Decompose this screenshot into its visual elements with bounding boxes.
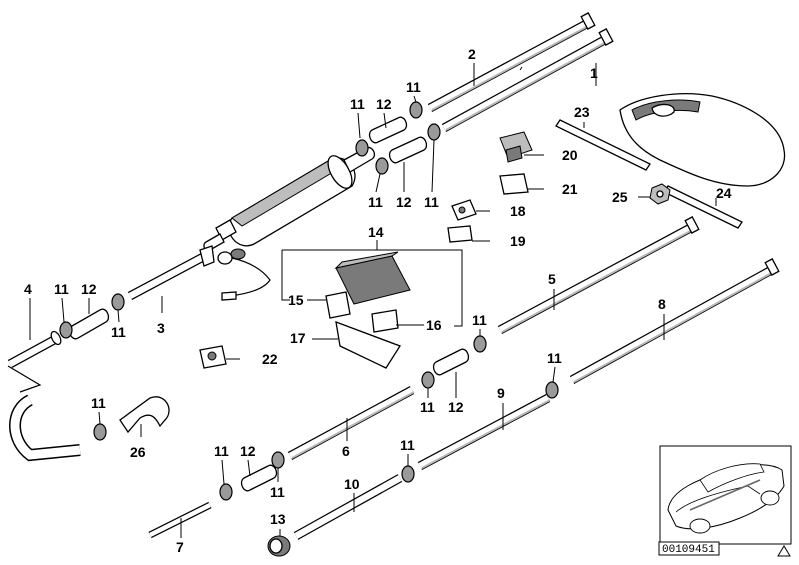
- callout-14: 14: [368, 224, 384, 240]
- hose-12-top-b: [388, 136, 428, 164]
- callout-11-d: 11: [424, 194, 439, 210]
- pipe-1: [441, 28, 614, 132]
- callout-24: 24: [716, 185, 732, 201]
- clip-18: [451, 199, 477, 221]
- pipe-5: [497, 216, 700, 334]
- callout-11-j: 11: [547, 350, 562, 366]
- callout-15: 15: [288, 292, 304, 308]
- callout-7: 7: [176, 539, 184, 555]
- callout-6: 6: [342, 443, 350, 459]
- nut-25: [649, 183, 671, 205]
- callout-25: 25: [612, 189, 628, 205]
- callout-23: 23: [574, 104, 590, 120]
- clip-21: [499, 173, 529, 195]
- callout-13: 13: [270, 511, 286, 527]
- callout-17: 17: [290, 330, 306, 346]
- callout-12-b: 12: [396, 194, 412, 210]
- strap-23: [555, 119, 651, 171]
- clip-20: [499, 131, 533, 163]
- pipe-9: [417, 394, 551, 470]
- hose-12-mid: [432, 348, 470, 376]
- document-id-box: 00109451: [658, 541, 720, 556]
- callout-11-f: 11: [111, 324, 126, 340]
- bracket-group-14: [281, 249, 463, 369]
- callout-11-i: 11: [420, 399, 435, 415]
- callout-8: 8: [658, 296, 666, 312]
- bent-hose-26: [7, 365, 170, 462]
- callout-12-e: 12: [240, 443, 256, 459]
- fuel-filter-assembly: [203, 146, 376, 301]
- leader-lines: [29, 63, 717, 538]
- callout-10: 10: [344, 476, 360, 492]
- callout-11-g: 11: [91, 395, 106, 411]
- callout-22: 22: [262, 351, 278, 367]
- pipe-8: [569, 258, 780, 384]
- callout-11-k: 11: [214, 443, 229, 459]
- vehicle-locator-inset: [659, 445, 792, 545]
- callout-11-a: 11: [350, 96, 365, 112]
- callout-11-l: 11: [270, 484, 285, 500]
- callout-16: 16: [426, 317, 442, 333]
- pipe-4: [7, 330, 62, 368]
- callout-5: 5: [548, 271, 556, 287]
- callout-19: 19: [510, 233, 526, 249]
- callout-11-b: 11: [406, 79, 421, 95]
- grommet-13: [267, 535, 291, 557]
- callout-12-d: 12: [448, 399, 464, 415]
- pipe-3: [127, 245, 215, 300]
- callout-21: 21: [562, 181, 578, 197]
- hose-12-top-a: [368, 116, 408, 144]
- callout-labels: 1 2 3 4 5 6 7 8 9 10 13 14 15 16 17 18 1…: [24, 46, 732, 555]
- hose-12-bottom: [240, 464, 278, 492]
- fuel-tank-24: [619, 93, 786, 187]
- callout-11-e: 11: [54, 281, 69, 297]
- clip-22: [199, 345, 227, 369]
- clip-19: [447, 225, 473, 243]
- pipe-2: [427, 12, 596, 112]
- callout-12-c: 12: [81, 281, 97, 297]
- callout-3: 3: [157, 320, 165, 336]
- document-id: 00109451: [662, 544, 715, 556]
- corner-triangle-icon: [777, 545, 791, 557]
- callout-2: 2: [468, 46, 476, 62]
- callout-11-m: 11: [400, 437, 415, 453]
- callout-11-c: 11: [368, 194, 383, 210]
- callout-20: 20: [562, 147, 578, 163]
- small-leads: [61, 95, 556, 485]
- callout-18: 18: [510, 203, 526, 219]
- callout-1: 1: [590, 65, 598, 81]
- clamps-11: [59, 101, 559, 501]
- callout-11-h: 11: [472, 312, 487, 328]
- callout-9: 9: [497, 385, 505, 401]
- callout-12-a: 12: [376, 96, 392, 112]
- callout-4: 4: [24, 281, 32, 297]
- pipe-6: [287, 386, 415, 460]
- pipe-10: [293, 474, 403, 540]
- callout-26: 26: [130, 444, 146, 460]
- pipe-7: [148, 501, 212, 539]
